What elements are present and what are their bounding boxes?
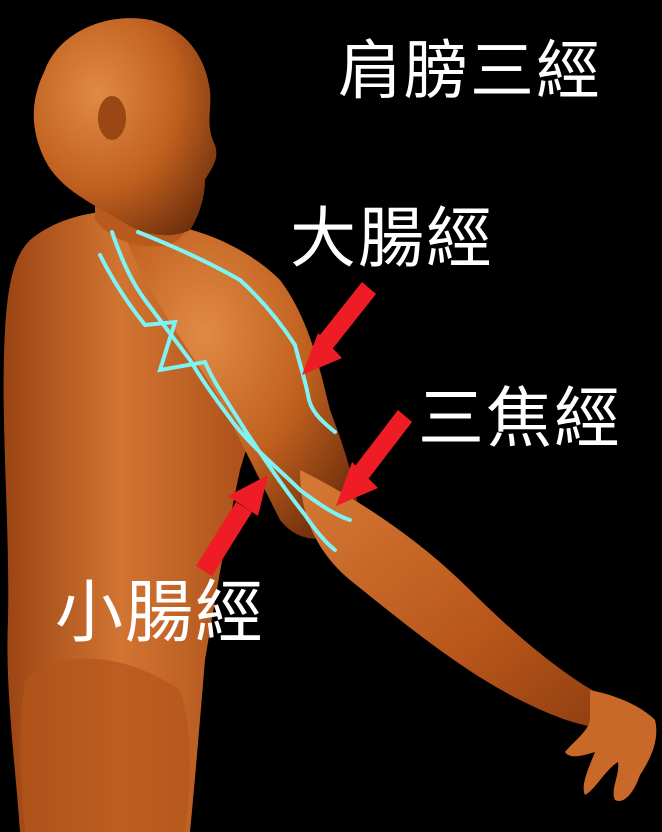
hip-shape (20, 659, 190, 832)
ear-shape (98, 96, 126, 140)
label-large-intestine-meridian: 大腸經 (290, 206, 494, 272)
label-small-intestine-meridian: 小腸經 (55, 580, 265, 648)
diagram-title: 肩膀三經 (338, 40, 602, 104)
forearm-shape (300, 470, 630, 728)
arrow-triple-burner (336, 410, 412, 506)
arrow-large-intestine (302, 282, 376, 375)
label-triple-burner-meridian: 三焦經 (418, 386, 622, 452)
head-shape (34, 18, 217, 235)
